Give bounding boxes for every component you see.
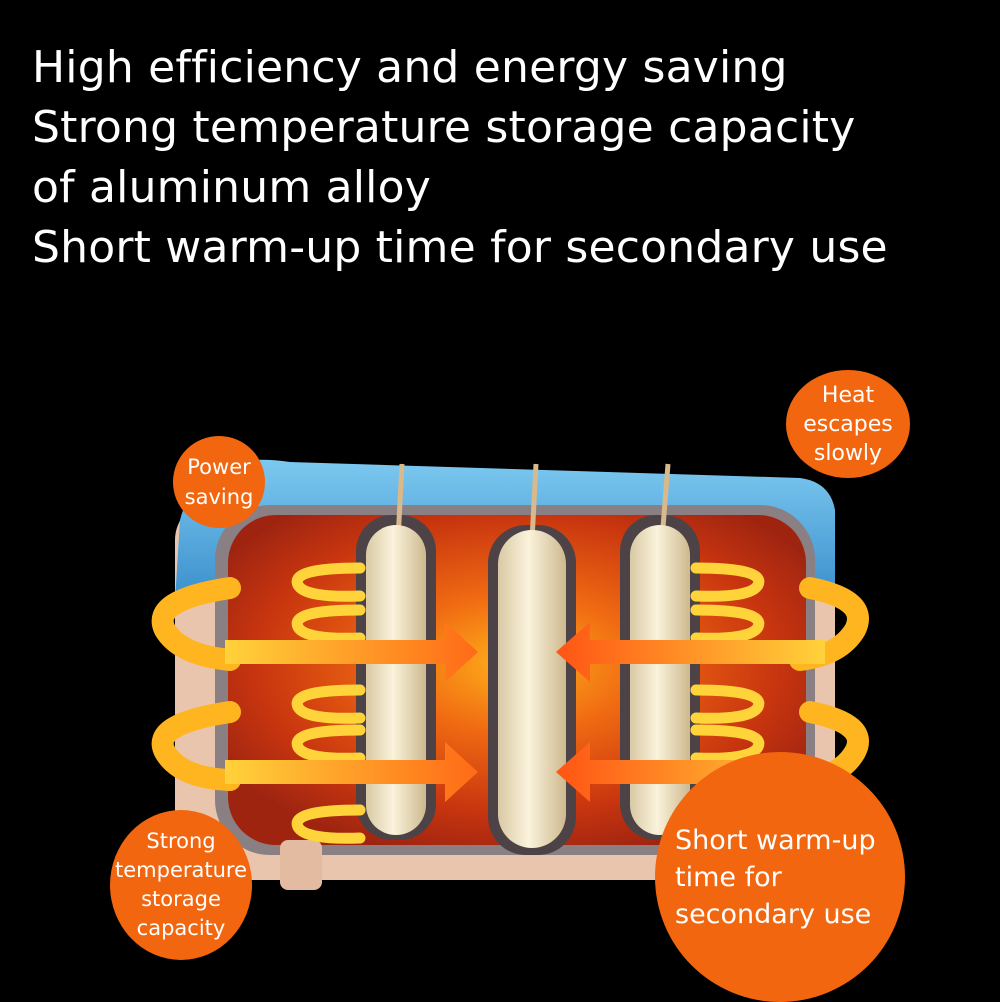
headline: High efficiency and energy saving Strong…	[32, 38, 888, 278]
heat-coils-left	[291, 562, 366, 844]
callout-power-line-1: Power	[187, 455, 251, 479]
callout-heat-line-2: escapes	[803, 411, 893, 437]
callout-warm-line-1: Short warm-up	[675, 824, 876, 856]
callout-power-line-2: saving	[184, 485, 254, 509]
sausages	[366, 463, 690, 848]
callout-warm-up: Short warm-up time for secondary use	[655, 752, 905, 1002]
heat-arrows	[225, 622, 825, 802]
callout-heat-line-1: Heat	[821, 382, 875, 408]
callout-storage-line-3: storage	[141, 887, 221, 911]
callout-storage-line-4: capacity	[136, 916, 226, 940]
callout-storage-line-2: temperature	[115, 858, 247, 882]
callout-storage-capacity: Strong temperature storage capacity	[110, 810, 252, 960]
headline-line-3: of aluminum alloy	[32, 162, 431, 213]
callout-warm-line-2: time for	[675, 861, 782, 893]
callout-warm-line-3: secondary use	[675, 898, 872, 930]
callout-power-saving: Power saving	[173, 436, 265, 528]
callout-heat-line-3: slowly	[813, 440, 883, 466]
headline-line-4: Short warm-up time for secondary use	[32, 222, 888, 273]
headline-line-1: High efficiency and energy saving	[32, 42, 788, 93]
headline-line-2: Strong temperature storage capacity	[32, 102, 856, 153]
callout-storage-line-1: Strong	[146, 829, 216, 853]
callout-heat-escapes: Heat escapes slowly	[786, 370, 910, 478]
